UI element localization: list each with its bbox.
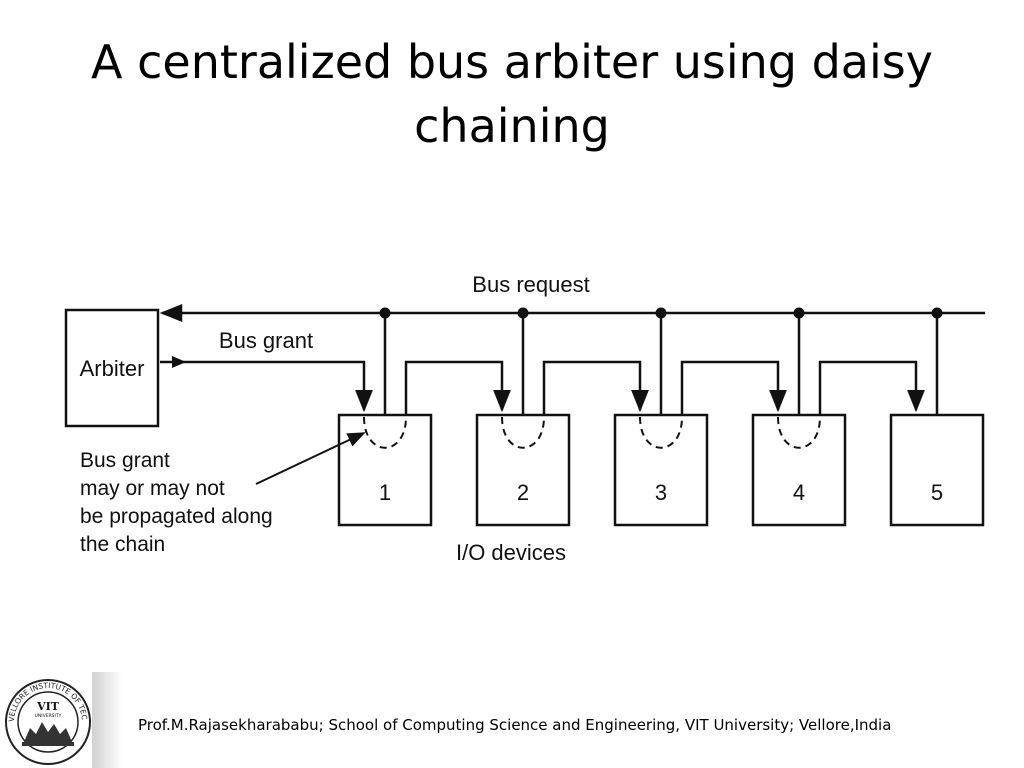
- device-2: 2: [475, 413, 571, 527]
- device-4: 4: [751, 413, 847, 527]
- note-pointer-arrow: [255, 432, 366, 485]
- bus-grant-line: [160, 360, 373, 413]
- vit-logo: VELLORE INSTITUTE OF TECHNOLOGY VIT UNIV…: [0, 672, 96, 768]
- device-label: 2: [517, 480, 529, 505]
- bus-grant-arrowhead-arbiter: [172, 356, 186, 368]
- device-label: 1: [379, 480, 391, 505]
- bus-request-junctions: [379, 307, 943, 319]
- device-1: 1: [337, 413, 433, 527]
- grant-chain: [404, 360, 925, 415]
- device-5: 5: [889, 413, 985, 527]
- slide-title: A centralized bus arbiter using daisy ch…: [91, 35, 933, 153]
- device-label: 5: [931, 480, 943, 505]
- bus-grant-label: Bus grant: [219, 328, 313, 353]
- arbiter-label: Arbiter: [80, 356, 145, 381]
- logo-sub: UNIVERSITY: [35, 713, 62, 719]
- note-line-2: may or may not: [80, 477, 225, 500]
- bus-request-label: Bus request: [472, 272, 589, 297]
- bus-request-taps: [383, 313, 939, 415]
- logo-temple-mark: [24, 722, 72, 742]
- device-label: 4: [793, 480, 805, 505]
- note-line-3: be propagated along: [80, 505, 273, 528]
- device-label: 3: [655, 480, 667, 505]
- logo-name: VIT: [36, 700, 60, 713]
- logo-shadow: [92, 672, 122, 768]
- note-line-4: the chain: [80, 533, 165, 556]
- footer-credit: Prof.M.Rajasekharababu; School of Comput…: [138, 716, 892, 734]
- daisy-chain-diagram: Arbiter Bus request Bus grant 1 2 3 4 5: [64, 272, 985, 565]
- note-line-1: Bus grant: [80, 449, 170, 472]
- devices-caption: I/O devices: [456, 540, 566, 565]
- device-3: 3: [613, 413, 709, 527]
- arbiter-box: [64, 308, 160, 428]
- pass-through-arcs: [363, 416, 821, 449]
